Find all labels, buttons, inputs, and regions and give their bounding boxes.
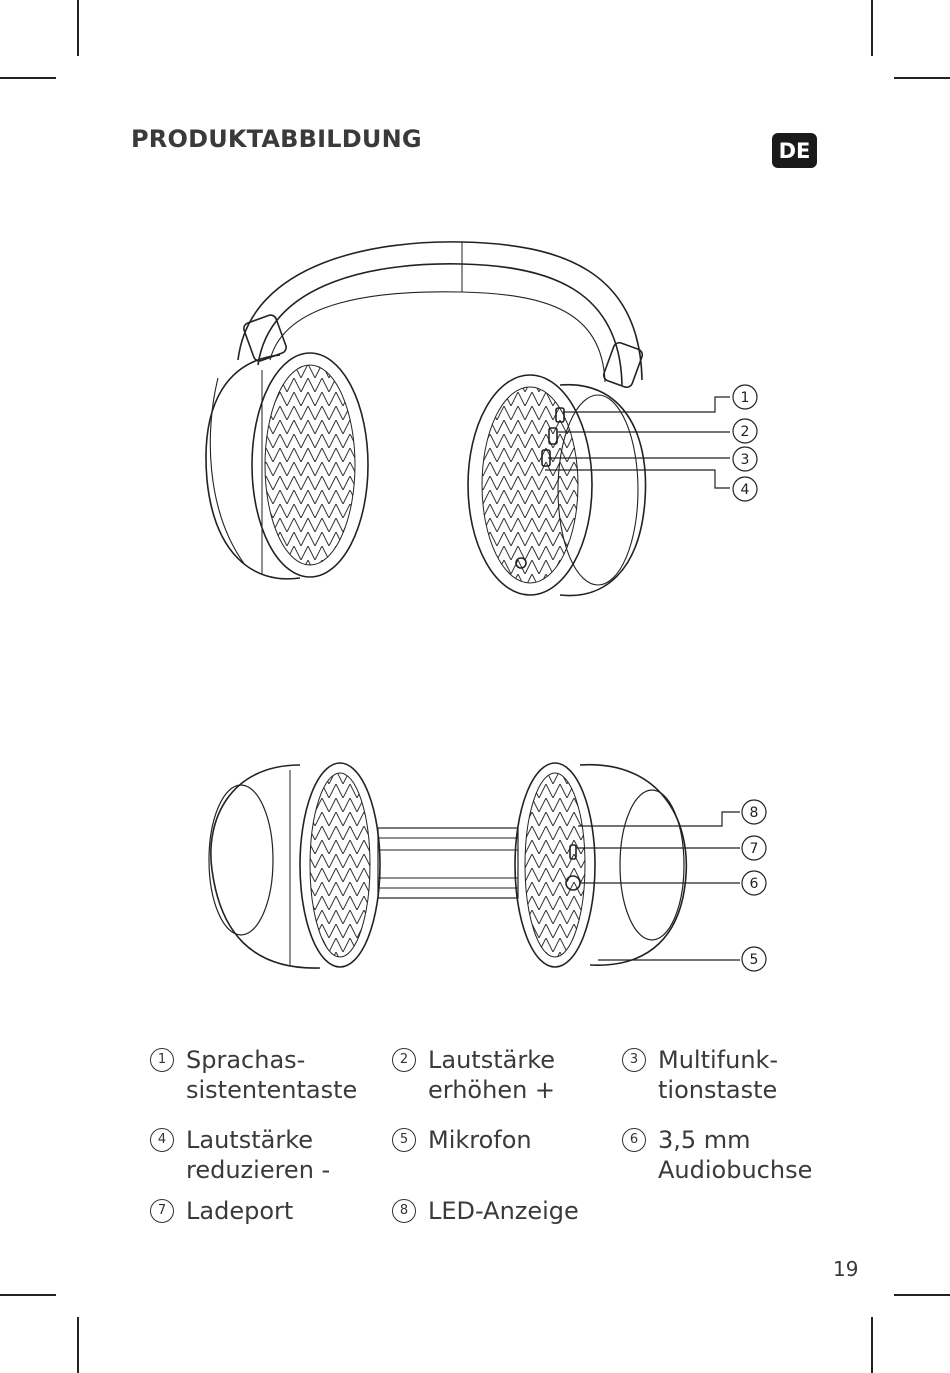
parts-legend: 1 Sprachas- sistententaste 2 Lautstärke … bbox=[150, 1045, 850, 1245]
legend-label: Mikrofon bbox=[428, 1126, 532, 1154]
legend-number: 6 bbox=[622, 1128, 646, 1152]
left-cushion bbox=[264, 364, 356, 566]
legend-item: 3 Multifunk- tionstaste bbox=[622, 1045, 778, 1105]
legend-number: 8 bbox=[392, 1199, 416, 1223]
headphones-front-view bbox=[205, 241, 647, 597]
legend-item: 5 Mikrofon bbox=[392, 1125, 532, 1155]
crop-mark bbox=[894, 1294, 950, 1296]
legend-number: 3 bbox=[622, 1048, 646, 1072]
callout-2: 2 bbox=[741, 424, 750, 440]
page-title: PRODUKTABBILDUNG bbox=[131, 125, 422, 153]
legend-number: 2 bbox=[392, 1048, 416, 1072]
crop-mark bbox=[77, 1317, 79, 1373]
legend-item: 8 LED-Anzeige bbox=[392, 1196, 579, 1226]
callout-circles-bottom: 8 7 6 5 bbox=[741, 799, 767, 972]
legend-label: Lautstärke erhöhen + bbox=[428, 1046, 556, 1104]
legend-item: 1 Sprachas- sistententaste bbox=[150, 1045, 357, 1105]
legend-number: 7 bbox=[150, 1199, 174, 1223]
page-number: 19 bbox=[833, 1257, 859, 1281]
callout-5: 5 bbox=[750, 952, 759, 968]
legend-number: 4 bbox=[150, 1128, 174, 1152]
headphones-folded-view bbox=[208, 762, 688, 969]
callout-circles-top: 1 2 3 4 bbox=[732, 384, 758, 502]
callout-lines-top bbox=[545, 396, 730, 489]
legend-number: 1 bbox=[150, 1048, 174, 1072]
callout-8: 8 bbox=[750, 805, 759, 821]
legend-label: LED-Anzeige bbox=[428, 1197, 579, 1225]
crop-mark bbox=[871, 0, 873, 56]
legend-item: 7 Ladeport bbox=[150, 1196, 293, 1226]
legend-item: 6 3,5 mm Audiobuchse bbox=[622, 1125, 812, 1185]
callout-7: 7 bbox=[750, 841, 759, 857]
language-badge: DE bbox=[772, 133, 817, 168]
callout-3: 3 bbox=[741, 452, 750, 468]
crop-mark bbox=[77, 0, 79, 56]
callout-lines-bottom bbox=[576, 811, 740, 961]
crop-mark bbox=[0, 77, 56, 79]
crop-mark bbox=[871, 1317, 873, 1373]
legend-label: Ladeport bbox=[186, 1197, 294, 1225]
crop-mark bbox=[894, 77, 950, 79]
legend-item: 2 Lautstärke erhöhen + bbox=[392, 1045, 555, 1105]
legend-number: 5 bbox=[392, 1128, 416, 1152]
crop-mark bbox=[0, 1294, 56, 1296]
right-cushion bbox=[481, 386, 579, 584]
callout-6: 6 bbox=[750, 876, 759, 892]
legend-label: Lautstärke reduzieren - bbox=[186, 1126, 331, 1184]
callout-1: 1 bbox=[741, 390, 750, 406]
legend-label: Multifunk- tionstaste bbox=[658, 1046, 779, 1104]
legend-label: Sprachas- sistententaste bbox=[186, 1046, 358, 1104]
legend-item: 4 Lautstärke reduzieren - bbox=[150, 1125, 330, 1185]
callout-4: 4 bbox=[741, 482, 750, 498]
legend-label: 3,5 mm Audiobuchse bbox=[658, 1126, 813, 1184]
